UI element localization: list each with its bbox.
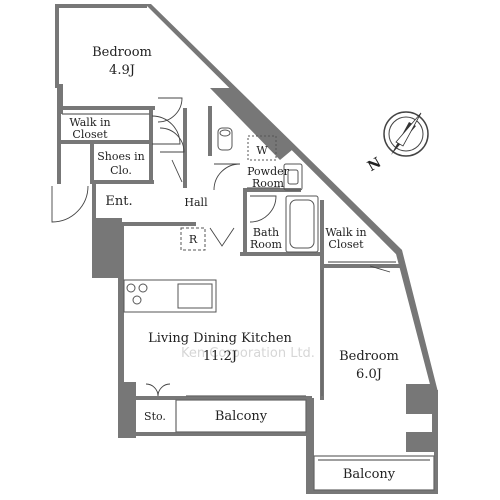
shoes-closet-label: Shoes in (97, 150, 145, 163)
bath-room-label: Bath (253, 226, 279, 239)
washer-label: W (256, 144, 268, 157)
ldk-name: Living Dining Kitchen (148, 331, 292, 346)
entrance-label: Ent. (105, 194, 132, 209)
storage-door (145, 383, 171, 397)
stove-burner (138, 283, 148, 293)
closet-2-door (369, 265, 391, 273)
closet-door (159, 127, 185, 153)
walk-in-closet-2-label: Walk in (325, 226, 366, 239)
compass-north-label: N (365, 155, 384, 175)
north-compass: N (365, 111, 429, 175)
washer-outline (247, 135, 277, 161)
refrigerator-label: R (189, 233, 198, 246)
doors (51, 97, 391, 397)
bedroom-north-size: 4.9J (109, 63, 135, 78)
bath-room-label-2: Room (250, 238, 283, 251)
powder-sink (283, 163, 303, 191)
exterior-walls (55, 4, 438, 494)
kitchen-counter (123, 279, 217, 313)
stove-burner (132, 295, 142, 305)
balcony-1-label: Balcony (215, 409, 268, 424)
hall-door (171, 159, 183, 183)
kitchen-sink (177, 283, 213, 309)
fixtures (62, 113, 435, 491)
bedroom-south-size: 6.0J (356, 367, 382, 382)
watermark: Ken Corporation Ltd. (181, 346, 315, 361)
powder-room-label-2: Room (252, 177, 285, 190)
bedroom-door (157, 97, 183, 123)
bedroom-north-name: Bedroom (92, 45, 152, 60)
walk-in-closet-1-label: Walk in (69, 116, 110, 129)
storage-label: Sto. (144, 410, 166, 423)
powder-room-label: Powder (247, 165, 290, 178)
refrigerator-outline (180, 227, 206, 251)
balcony-2-outline (313, 455, 435, 491)
hall-label: Hall (184, 196, 208, 209)
balcony-1-outline (175, 399, 307, 433)
balcony-2-label: Balcony (343, 467, 396, 482)
ldk-size: 11.2J (203, 349, 237, 364)
ldk-folding-door (209, 227, 235, 247)
bedroom-south-name: Bedroom (339, 349, 399, 364)
walk-in-closet-2-label-2: Closet (328, 238, 364, 251)
entrance-door (51, 185, 89, 223)
shoes-door (151, 115, 181, 145)
toilet (217, 127, 233, 151)
walk-in-closet-1-label-2: Closet (72, 128, 108, 141)
powder-door (213, 163, 241, 191)
bathtub (285, 195, 319, 253)
bath-door (249, 195, 277, 223)
shoes-closet-label-2: Clo. (110, 164, 132, 177)
stove-burner (126, 283, 136, 293)
